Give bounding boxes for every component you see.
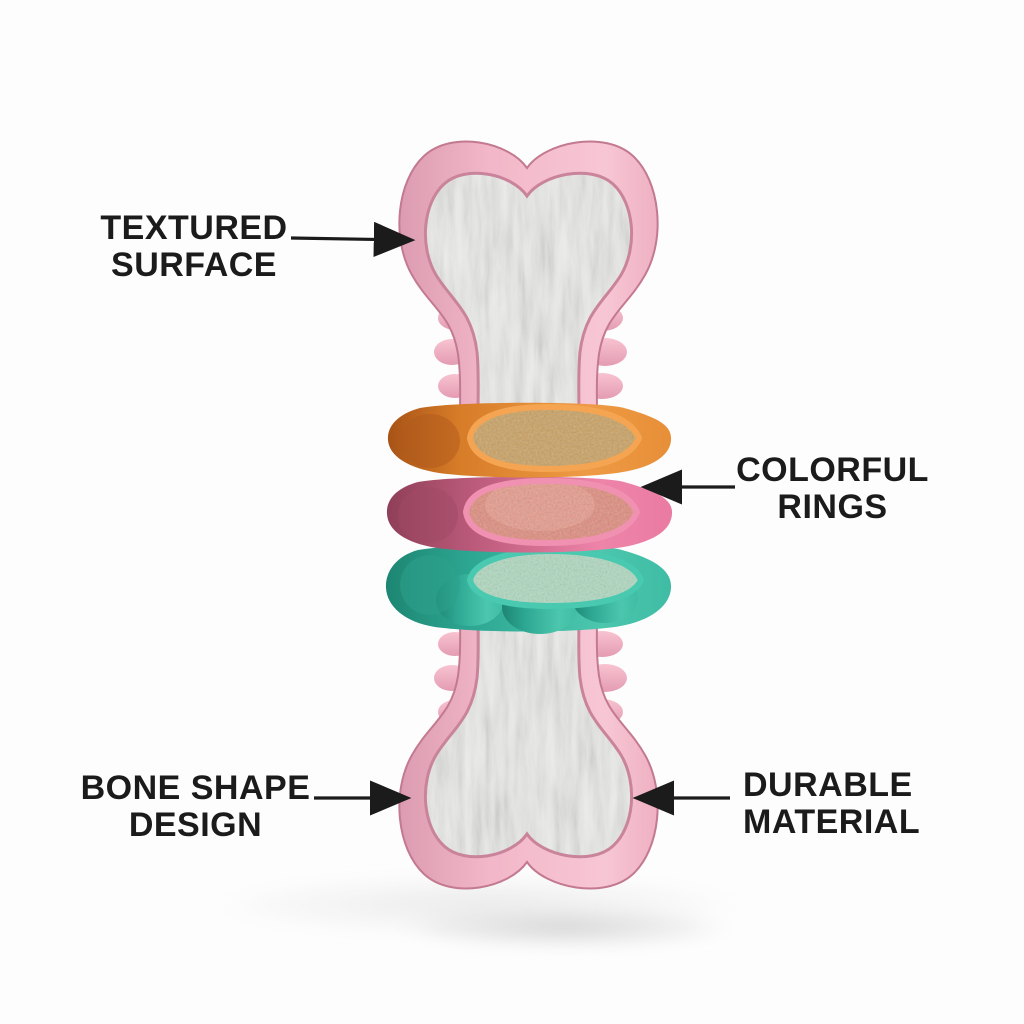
arrow-textured-surface <box>290 221 416 258</box>
ring-orange <box>387 402 672 478</box>
label-durable-material: DURABLE MATERIAL <box>743 767 1003 841</box>
ring-orange-rim <box>466 403 643 473</box>
ring-teal <box>385 544 672 634</box>
label-bone-shape-design: BONE SHAPE DESIGN <box>38 770 353 844</box>
bone-top-section <box>398 140 659 419</box>
label-line: BONE SHAPE <box>80 769 311 807</box>
label-line: MATERIAL <box>743 803 921 841</box>
label-colorful-rings: COLORFUL RINGS <box>700 452 965 526</box>
label-line: RINGS <box>777 488 888 526</box>
toy-shadow <box>190 871 770 951</box>
label-line: TEXTURED <box>100 209 288 247</box>
ring-pink <box>386 476 673 553</box>
bone-bottom-section <box>398 611 659 890</box>
label-line: COLORFUL <box>736 451 929 489</box>
label-textured-surface: TEXTURED SURFACE <box>38 210 350 284</box>
label-line: SURFACE <box>111 246 277 284</box>
label-line: DESIGN <box>128 806 263 844</box>
ring-teal-rim <box>466 547 645 610</box>
label-line: DURABLE <box>743 766 913 804</box>
callout-arrows <box>290 221 735 816</box>
ring-pink-rim <box>462 477 641 547</box>
